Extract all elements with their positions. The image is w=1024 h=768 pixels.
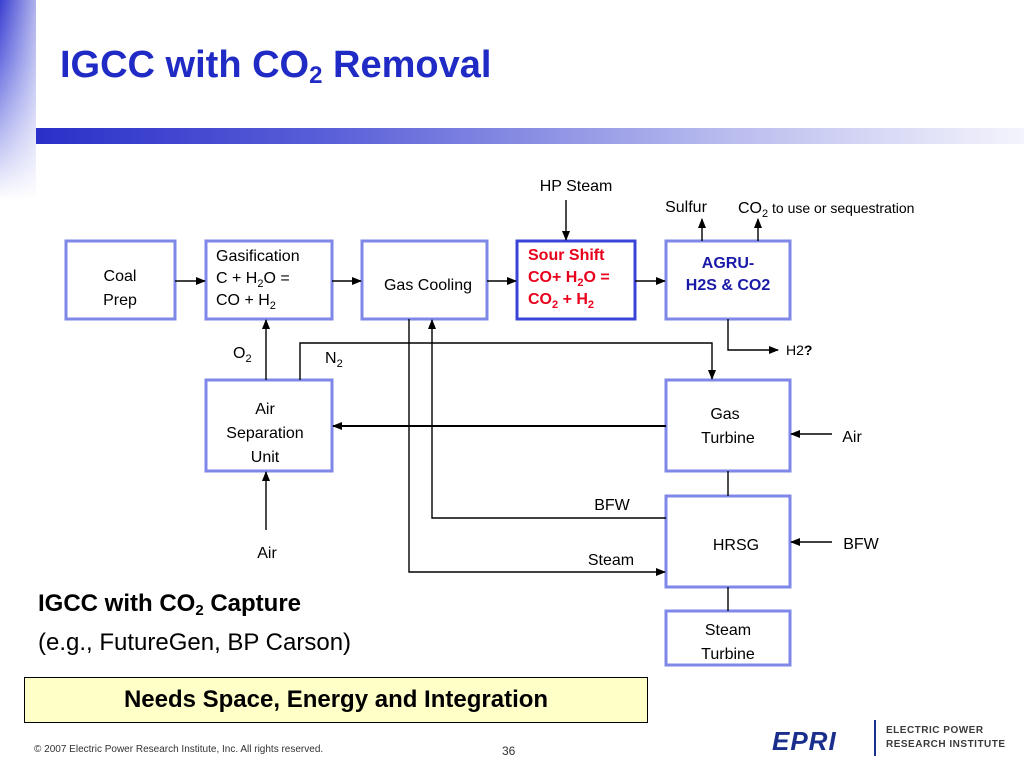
n2-label: N2	[325, 350, 343, 370]
svg-text:CO2 + H2: CO2 + H2	[528, 291, 594, 311]
epri-logo-mark: EPRI	[772, 726, 837, 756]
h2-label: H2?	[786, 342, 812, 358]
left-gradient-decoration	[0, 0, 36, 200]
epri-logo: EPRI ELECTRIC POWER RESEARCH INSTITUTE	[772, 718, 1005, 758]
air-gas-turbine-label: Air	[842, 429, 862, 446]
svg-text:Unit: Unit	[251, 449, 280, 466]
svg-text:CO + H2: CO + H2	[216, 292, 276, 312]
svg-text:Separation: Separation	[226, 425, 303, 442]
co2-sequestration-label: CO2 to use or sequestration	[738, 200, 914, 220]
hrsg-box: HRSG	[664, 494, 792, 589]
page-number: 36	[502, 744, 516, 758]
copyright-footer: © 2007 Electric Power Research Institute…	[34, 744, 324, 755]
svg-text:C + H2O =: C + H2O =	[216, 270, 290, 290]
bfw-right-label: BFW	[843, 536, 879, 553]
capture-caption: IGCC with CO2 Capture (e.g., FutureGen, …	[38, 588, 351, 659]
svg-text:AGRU-: AGRU-	[702, 255, 754, 272]
o2-label: O2	[233, 345, 252, 365]
epri-logo-text: ELECTRIC POWER RESEARCH INSTITUTE	[886, 725, 1006, 750]
svg-text:Sour Shift: Sour Shift	[528, 247, 605, 264]
sour-shift-box: Sour Shift CO+ H2O = CO2 + H2	[515, 239, 637, 321]
h2-output-line	[727, 319, 779, 354]
svg-text:Turbine: Turbine	[701, 430, 755, 447]
svg-text:Prep: Prep	[103, 292, 137, 309]
gasification-box: Gasification C + H2O = CO + H2	[204, 239, 334, 321]
svg-text:Air: Air	[255, 401, 275, 418]
n2-to-gas-turbine-line	[299, 342, 716, 380]
needs-banner: Needs Space, Energy and Integration	[24, 677, 648, 723]
logo-divider	[874, 720, 876, 756]
agru-box: AGRU- H2S & CO2	[664, 239, 792, 321]
title-underline-bar	[36, 128, 1024, 144]
gas-turbine-box: Gas Turbine	[664, 378, 792, 473]
page-title: IGCC with CO2 Removal	[60, 44, 492, 89]
steam-label: Steam	[588, 552, 634, 569]
sulfur-label: Sulfur	[665, 199, 707, 216]
svg-text:Coal: Coal	[104, 268, 137, 285]
svg-text:H2S & CO2: H2S & CO2	[686, 277, 771, 294]
coal-prep-box: Coal Prep	[64, 239, 177, 321]
svg-text:Gas: Gas	[710, 406, 739, 423]
steam-to-hrsg-line	[408, 319, 666, 576]
air-separation-unit-box: Air Separation Unit	[204, 378, 334, 473]
svg-text:CO+ H2O =: CO+ H2O =	[528, 269, 610, 289]
bfw-left-label: BFW	[594, 497, 630, 514]
svg-text:HRSG: HRSG	[713, 537, 759, 554]
air-asu-label: Air	[257, 545, 277, 562]
capture-caption-examples: (e.g., FutureGen, BP Carson)	[38, 629, 352, 656]
svg-text:Turbine: Turbine	[701, 646, 755, 663]
gas-cooling-box: Gas Cooling	[360, 239, 489, 321]
capture-caption-title: IGCC with CO2 Capture	[38, 590, 302, 619]
svg-text:Gas Cooling: Gas Cooling	[384, 277, 472, 294]
steam-turbine-box: Steam Turbine	[664, 609, 792, 667]
svg-text:Steam: Steam	[705, 622, 751, 639]
bfw-to-gas-cooling-line	[428, 319, 666, 519]
hp-steam-label: HP Steam	[540, 178, 613, 195]
svg-text:Gasification: Gasification	[216, 248, 300, 265]
